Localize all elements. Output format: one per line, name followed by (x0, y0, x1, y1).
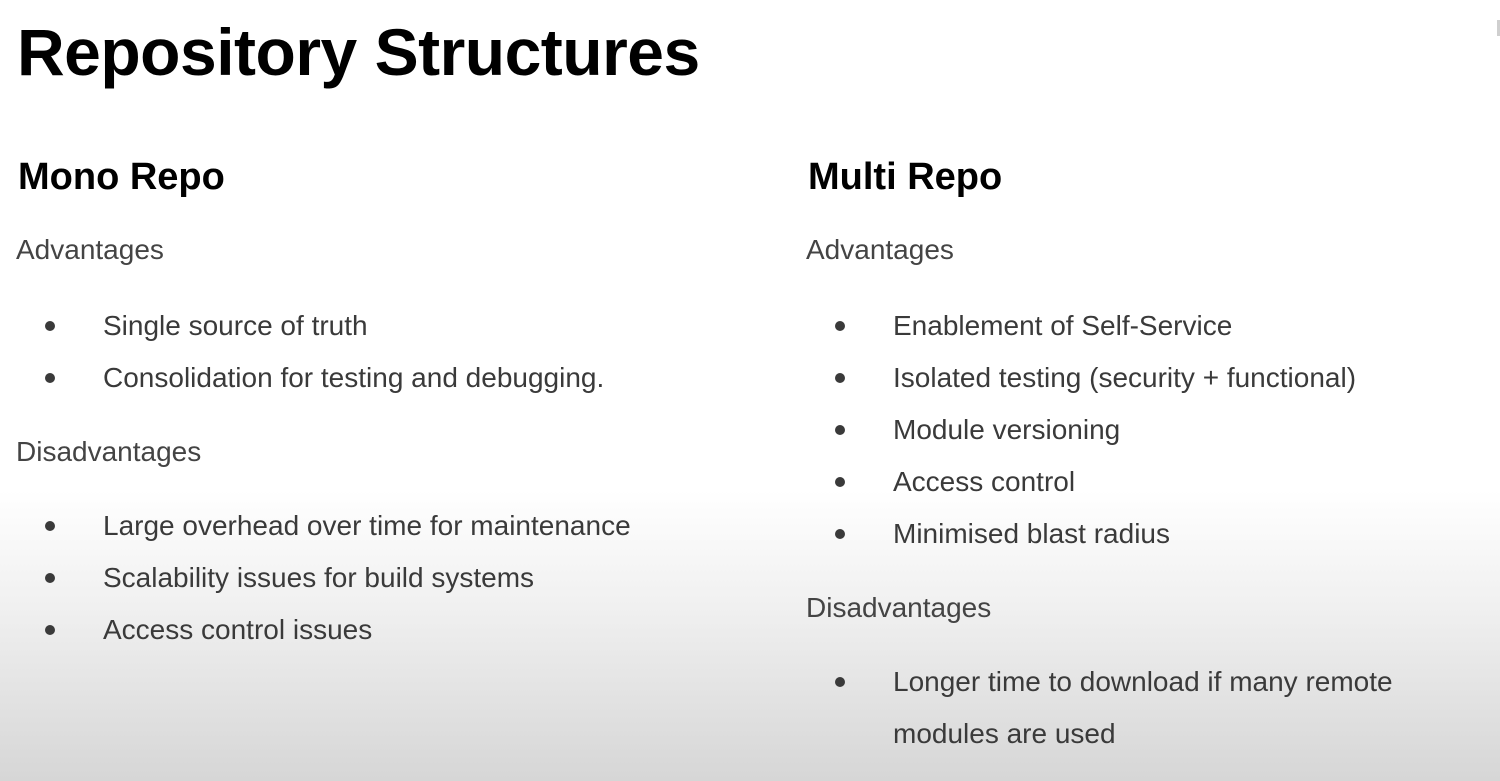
mono-disadvantages-list: Large overhead over time for maintenance… (18, 500, 631, 656)
edge-artifact (1497, 20, 1500, 36)
mono-repo-heading: Mono Repo (18, 156, 225, 198)
bullet-icon (835, 425, 845, 435)
bullet-icon (45, 321, 55, 331)
multi-disadvantages-list: Longer time to download if many remote m… (808, 656, 1393, 760)
multi-repo-column: Multi Repo Advantages Enablement of Self… (806, 150, 1500, 749)
list-item: Large overhead over time for maintenance (18, 500, 631, 552)
multi-disadvantages-label: Disadvantages (806, 592, 992, 623)
mono-repo-column: Mono Repo Advantages Single source of tr… (16, 150, 778, 645)
list-item-text: Isolated testing (security + functional) (893, 362, 1357, 393)
list-item-text-line-2: modules are used (893, 718, 1116, 749)
list-item: Enablement of Self-Service (808, 300, 1356, 352)
list-item: Minimised blast radius (808, 508, 1356, 560)
list-item: Consolidation for testing and debugging. (18, 352, 604, 404)
mono-disadvantages-label: Disadvantages (16, 436, 202, 467)
bullet-icon (45, 373, 55, 383)
mono-advantages-label: Advantages (16, 234, 164, 265)
bullet-icon (835, 373, 845, 383)
list-item-text: Scalability issues for build systems (103, 562, 535, 593)
list-item-text: Access control (893, 466, 1076, 497)
list-item: Module versioning (808, 404, 1356, 456)
list-item: Access control issues (18, 604, 631, 656)
multi-advantages-label: Advantages (806, 234, 954, 265)
list-item-text: Enablement of Self-Service (893, 310, 1233, 341)
list-item: Isolated testing (security + functional) (808, 352, 1356, 404)
list-item: Longer time to download if many remote m… (808, 656, 1393, 760)
bullet-icon (835, 477, 845, 487)
bullet-icon (835, 529, 845, 539)
list-item-text: Large overhead over time for maintenance (103, 510, 631, 541)
list-item-text: Single source of truth (103, 310, 368, 341)
list-item: Single source of truth (18, 300, 604, 352)
list-item-text: Module versioning (893, 414, 1121, 445)
bullet-icon (45, 521, 55, 531)
list-item-text: Consolidation for testing and debugging. (103, 362, 605, 393)
bullet-icon (835, 321, 845, 331)
bullet-icon (45, 573, 55, 583)
list-item-text: Minimised blast radius (893, 518, 1170, 549)
list-item-text-line-1: Longer time to download if many remote (893, 666, 1393, 697)
bullet-icon (45, 625, 55, 635)
list-item: Scalability issues for build systems (18, 552, 631, 604)
multi-repo-heading: Multi Repo (808, 156, 1003, 198)
mono-advantages-list: Single source of truth Consolidation for… (18, 300, 604, 404)
bullet-icon (835, 677, 845, 687)
list-item: Access control (808, 456, 1356, 508)
multi-advantages-list: Enablement of Self-Service Isolated test… (808, 300, 1356, 560)
slide-title: Repository Structures (17, 15, 700, 89)
list-item-text: Access control issues (103, 614, 373, 645)
